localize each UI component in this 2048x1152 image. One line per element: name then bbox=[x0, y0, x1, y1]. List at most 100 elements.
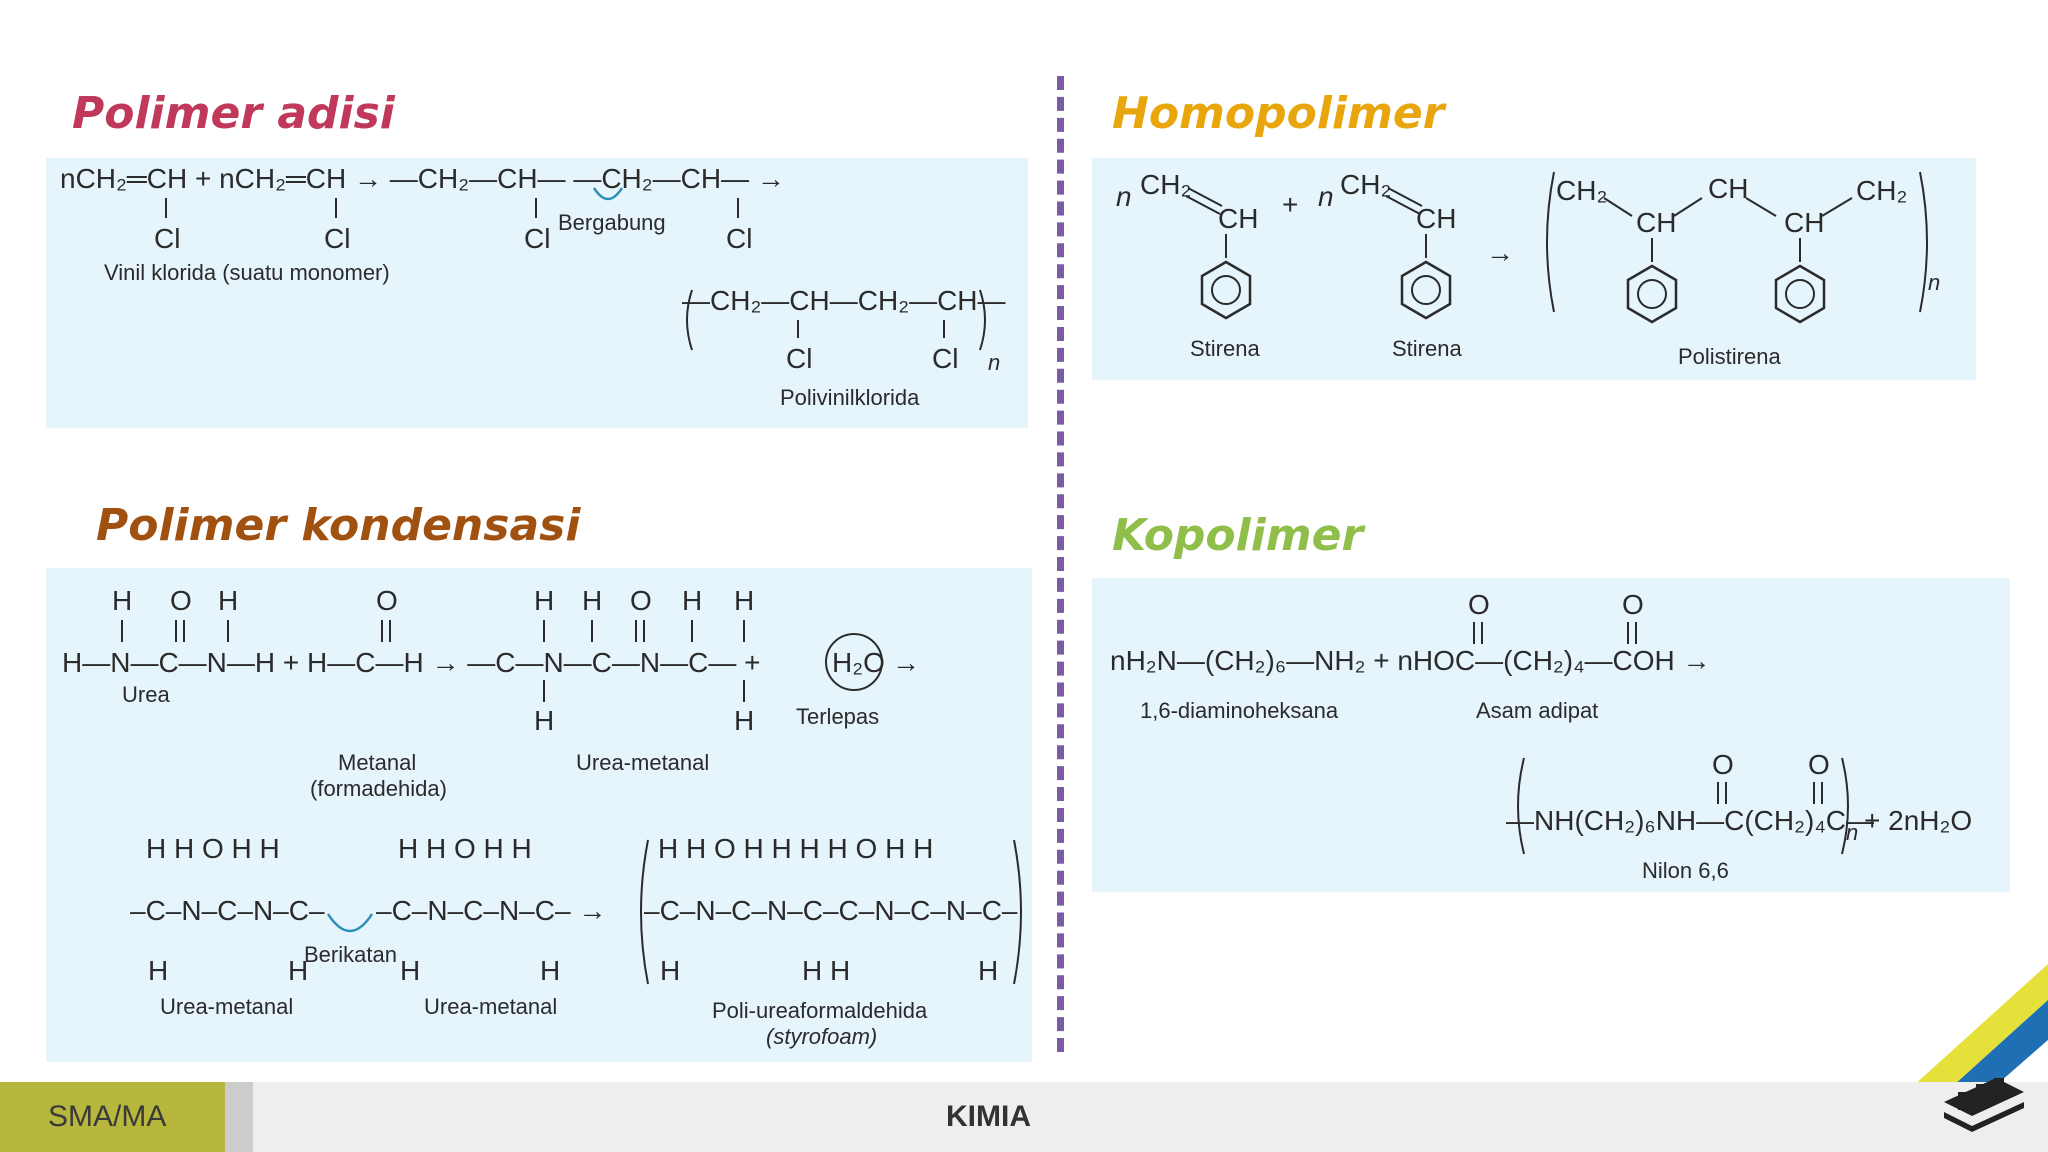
label-polistirena: Polistirena bbox=[1678, 344, 1781, 369]
panel-polimer-adisi: nCH₂═CH + nCH₂═CH → —CH₂—CH— —CH₂—CH— → … bbox=[46, 158, 1028, 428]
svg-text:H: H bbox=[288, 955, 308, 986]
svg-text:H: H bbox=[400, 955, 420, 986]
label-bergabung: Bergabung bbox=[558, 210, 666, 235]
label-terlepas: Terlepas bbox=[796, 704, 879, 729]
heading-homopolimer: Homopolimer bbox=[1112, 88, 1445, 139]
label-urea-metanal-1: Urea-metanal bbox=[576, 750, 709, 775]
svg-text:H: H bbox=[534, 705, 554, 736]
svg-text:H₂O: H₂O bbox=[832, 647, 885, 678]
label-nilon: Nilon 6,6 bbox=[1642, 858, 1729, 883]
footer-left-accent bbox=[225, 1082, 253, 1152]
label-urea-metanal-2: Urea-metanal bbox=[160, 994, 293, 1019]
svg-text:+ 2nH₂O: + 2nH₂O bbox=[1864, 805, 1972, 836]
footer-bar: SMA/MA KIMIA bbox=[0, 1082, 2048, 1152]
panel-homopolimer: n CH₂ CH + n CH₂ CH → CH₂ CH CH CH CH₂ bbox=[1092, 158, 1976, 380]
svg-text:O: O bbox=[1712, 749, 1734, 780]
benzene-ring-icon-2 bbox=[1400, 260, 1452, 320]
svg-text:O: O bbox=[1622, 589, 1644, 620]
label-metanal: Metanal bbox=[338, 750, 416, 775]
panel-kopolimer: O O nH₂N—(CH₂)₆—NH₂ + nHOC—(CH₂)₄—COH → … bbox=[1092, 578, 2010, 892]
benzene-ring-icon-1 bbox=[1200, 260, 1252, 320]
label-styrofoam: (styrofoam) bbox=[766, 1024, 877, 1049]
svg-text:Cl: Cl bbox=[786, 343, 812, 374]
kondensasi-reaction-diagram: H O H O H H O H H H—N—C—N—H + H—C—H → —C… bbox=[62, 585, 1022, 1049]
label-polivinilklorida: Polivinilklorida bbox=[780, 385, 920, 410]
svg-text:→: → bbox=[1486, 237, 1514, 268]
svg-text:CH: CH bbox=[1708, 173, 1748, 204]
formula-vinil-reaction: nCH₂═CH + nCH₂═CH → —CH₂—CH— —CH₂—CH— → bbox=[60, 163, 785, 194]
formula-nilon-product: —NH(CH₂)₆NH—C(CH₂)₄C— bbox=[1506, 805, 1874, 836]
svg-text:O: O bbox=[1468, 589, 1490, 620]
kopolimer-reaction-diagram: O O nH₂N—(CH₂)₆—NH₂ + nHOC—(CH₂)₄—COH → … bbox=[1110, 589, 1972, 883]
svg-text:CH₂: CH₂ bbox=[1140, 169, 1191, 200]
benzene-ring-icon-3 bbox=[1626, 264, 1678, 324]
svg-text:O: O bbox=[630, 585, 652, 616]
label-poli-urea: Poli-ureaformaldehida bbox=[712, 998, 928, 1023]
svg-text:CH₂: CH₂ bbox=[1340, 169, 1391, 200]
label-stirena-1: Stirena bbox=[1190, 336, 1260, 361]
footer-kimia: KIMIA bbox=[946, 1100, 1031, 1133]
svg-text:H H O H H: H H O H H bbox=[146, 833, 280, 864]
svg-text:CH: CH bbox=[1784, 207, 1824, 238]
svg-text:CH₂: CH₂ bbox=[1556, 175, 1607, 206]
svg-text:H: H bbox=[682, 585, 702, 616]
bond-arrow-icon-2 bbox=[326, 913, 374, 933]
formula-urea-metanal: H—N—C—N—H + H—C—H → —C—N—C—N—C— + bbox=[62, 647, 760, 678]
publisher-logo-icon bbox=[1944, 1078, 2024, 1132]
svg-text:→: → bbox=[892, 647, 920, 678]
label-urea-metanal-3: Urea-metanal bbox=[424, 994, 557, 1019]
footer-left-block bbox=[0, 1082, 225, 1152]
adisi-reaction-diagram: nCH₂═CH + nCH₂═CH → —CH₂—CH— —CH₂—CH— → … bbox=[60, 163, 1006, 410]
svg-text:O: O bbox=[376, 585, 398, 616]
heading-kopolimer: Kopolimer bbox=[1112, 510, 1364, 561]
svg-text:H: H bbox=[734, 705, 754, 736]
svg-text:H: H bbox=[540, 955, 560, 986]
svg-text:n: n bbox=[1928, 270, 1940, 295]
formula-pvc: —CH₂—CH—CH₂—CH— bbox=[682, 285, 1006, 316]
formula-chain-1: –C–N–C–N–C– bbox=[130, 895, 325, 926]
label-diaminoheksana: 1,6-diaminoheksana bbox=[1140, 698, 1339, 723]
label-vinil-klorida: Vinil klorida (suatu monomer) bbox=[104, 260, 390, 285]
panel-polimer-kondensasi: H O H O H H O H H H—N—C—N—H + H—C—H → —C… bbox=[46, 568, 1032, 1062]
label-asam-adipat: Asam adipat bbox=[1476, 698, 1598, 723]
svg-text:H: H bbox=[582, 585, 602, 616]
label-berikatan: Berikatan bbox=[304, 942, 397, 967]
svg-text:CH₂: CH₂ bbox=[1856, 175, 1907, 206]
svg-text:H: H bbox=[218, 585, 238, 616]
svg-text:H: H bbox=[534, 585, 554, 616]
svg-text:Cl: Cl bbox=[324, 223, 350, 254]
svg-text:O: O bbox=[1808, 749, 1830, 780]
svg-text:+: + bbox=[1282, 189, 1298, 220]
benzene-ring-icon-4 bbox=[1774, 264, 1826, 324]
svg-text:Cl: Cl bbox=[932, 343, 958, 374]
svg-text:H: H bbox=[734, 585, 754, 616]
heading-polimer-kondensasi: Polimer kondensasi bbox=[96, 500, 581, 551]
formula-nilon-reactants: nH₂N—(CH₂)₆—NH₂ + nHOC—(CH₂)₄—COH → bbox=[1110, 645, 1711, 676]
svg-text:Cl: Cl bbox=[726, 223, 752, 254]
svg-text:n: n bbox=[988, 350, 1000, 375]
svg-text:n: n bbox=[1116, 181, 1132, 212]
svg-text:H H O H H H H O H H: H H O H H H H O H H bbox=[658, 833, 933, 864]
svg-text:Cl: Cl bbox=[154, 223, 180, 254]
svg-text:H: H bbox=[112, 585, 132, 616]
svg-text:CH: CH bbox=[1636, 207, 1676, 238]
label-urea: Urea bbox=[122, 682, 170, 707]
homopolimer-reaction-diagram: n CH₂ CH + n CH₂ CH → CH₂ CH CH CH CH₂ bbox=[1116, 169, 1940, 369]
svg-text:H: H bbox=[978, 955, 998, 986]
vertical-divider bbox=[1057, 76, 1064, 1052]
svg-text:H H: H H bbox=[802, 955, 850, 986]
svg-text:CH: CH bbox=[1218, 203, 1258, 234]
svg-text:O: O bbox=[170, 585, 192, 616]
formula-chain-3: –C–N–C–N–C–C–N–C–N–C– bbox=[644, 895, 1018, 926]
water-circle-icon bbox=[825, 633, 883, 691]
bond-arrow-icon bbox=[592, 187, 624, 201]
label-stirena-2: Stirena bbox=[1392, 336, 1462, 361]
svg-text:H H O H H: H H O H H bbox=[398, 833, 532, 864]
heading-polimer-adisi: Polimer adisi bbox=[72, 88, 395, 139]
svg-text:CH: CH bbox=[1416, 203, 1456, 234]
svg-text:n: n bbox=[1846, 820, 1858, 845]
label-formadehida: (formadehida) bbox=[310, 776, 447, 801]
svg-text:Cl: Cl bbox=[524, 223, 550, 254]
formula-chain-2: –C–N–C–N–C– → bbox=[376, 895, 606, 926]
svg-text:n: n bbox=[1318, 181, 1334, 212]
